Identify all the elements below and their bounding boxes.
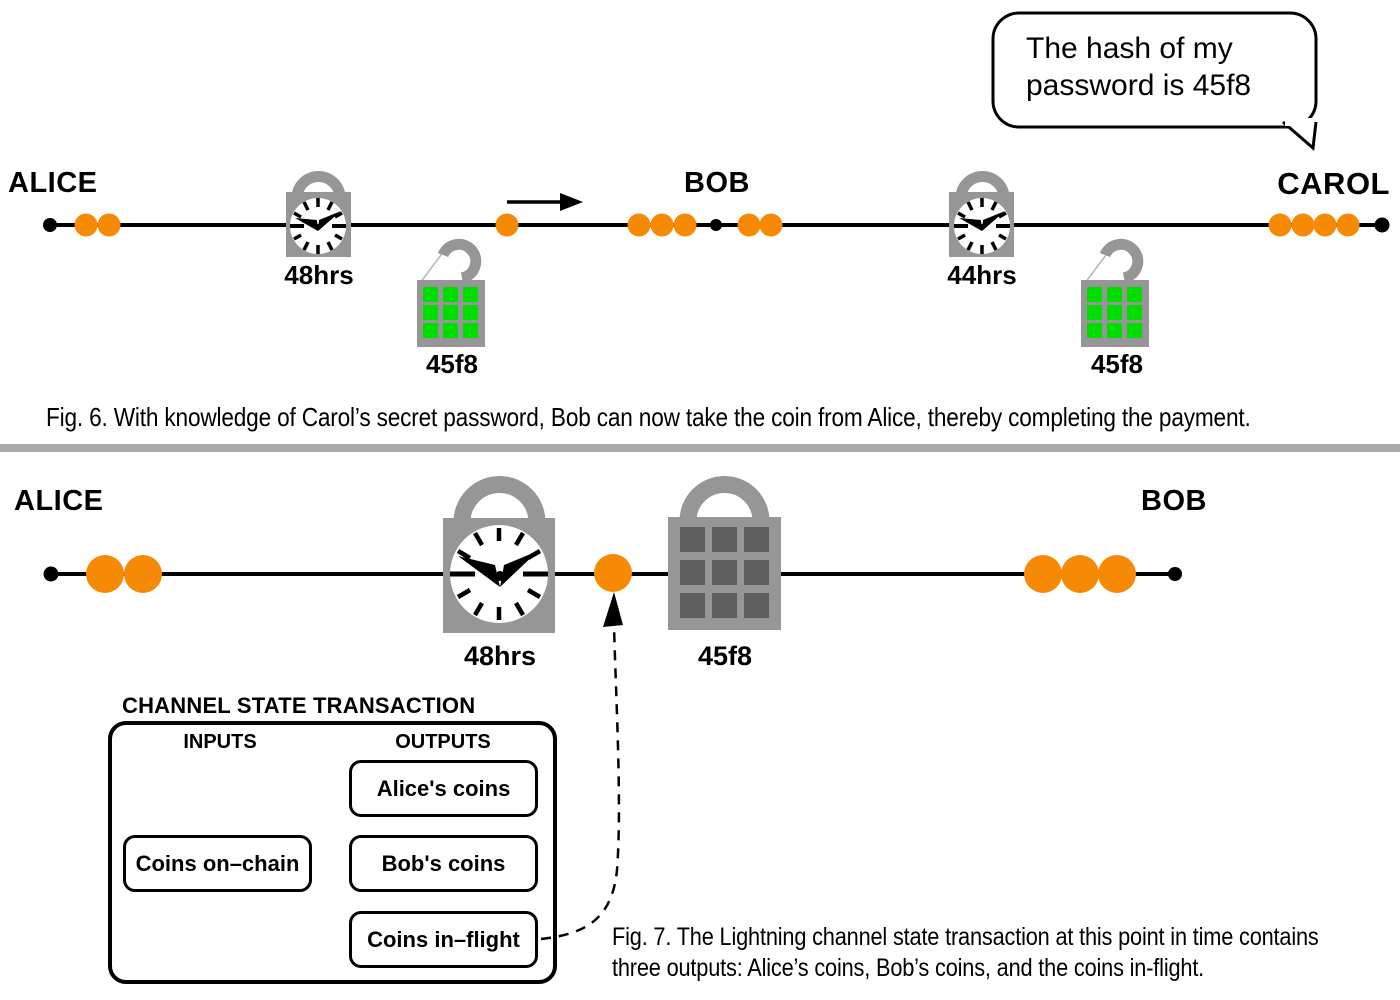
- hashlock-open-left-icon: [417, 238, 485, 347]
- lock-shackle: [955, 171, 1010, 199]
- timelock-48hrs-large-icon: [443, 476, 555, 633]
- hashlock-gray-icon: [668, 476, 781, 630]
- coin: [650, 213, 674, 237]
- open-shackle: [1099, 238, 1144, 284]
- speech-bubble-line1: The hash of my: [1026, 32, 1233, 65]
- coin: [1336, 213, 1360, 237]
- lock-shackle: [291, 171, 346, 199]
- coin: [737, 213, 761, 237]
- clock-hour-hand: [959, 218, 982, 231]
- fig7-caption-line2: three outputs: Alice’s coins, Bob’s coin…: [612, 954, 1205, 982]
- lock-shackle: [453, 476, 546, 523]
- channel-state-transaction-box: [108, 721, 557, 984]
- coin: [1061, 555, 1099, 593]
- hash-grid-green: [1087, 287, 1142, 338]
- coins-in-flight-pointer: [540, 592, 623, 941]
- clock-minute-hand: [318, 211, 341, 231]
- clock-ticks: [450, 528, 548, 620]
- transfer-arrow-icon: [507, 193, 583, 211]
- coin: [97, 213, 121, 237]
- coin: [86, 555, 124, 593]
- fig7-label-alice: ALICE: [14, 485, 104, 517]
- clock-minute-hand: [500, 551, 538, 587]
- coin: [1024, 555, 1062, 593]
- output-box-label: Alice's coins: [376, 775, 511, 801]
- dashed-curve: [540, 625, 621, 941]
- clock-hub: [315, 224, 321, 230]
- clock-hub: [495, 571, 505, 581]
- timelock-48hrs-icon: [286, 171, 351, 257]
- coin: [1268, 213, 1292, 237]
- timelock-44hrs-icon: [949, 171, 1014, 257]
- coin: [74, 213, 98, 237]
- clock-ticks: [954, 198, 1010, 254]
- lock-shackle: [679, 476, 770, 522]
- output-box-label: Coins in–flight: [367, 926, 520, 952]
- timeline-node-bob: [710, 219, 722, 231]
- fig7-caption-line1: Fig. 7. The Lightning channel state tran…: [612, 923, 1319, 951]
- fig6-label-bob: BOB: [684, 167, 750, 199]
- shackle-hinge-line: [419, 250, 445, 284]
- open-shackle: [437, 238, 482, 284]
- hashlock-open-right-icon: [1081, 238, 1149, 347]
- coin-in-flight: [594, 554, 632, 592]
- fig7-label-bob: BOB: [1141, 485, 1207, 517]
- speech-bubble-line2: password is 45f8: [1026, 69, 1252, 102]
- arrowhead-up: [603, 592, 623, 627]
- timelock-48hrs-label: 48hrs: [284, 260, 354, 290]
- inputs-header: INPUTS: [183, 731, 257, 753]
- clock-ticks: [290, 198, 346, 254]
- fig6-label-carol: CAROL: [1277, 166, 1390, 201]
- speech-bubble-tail: [1282, 120, 1318, 151]
- shackle-hinge-line: [1084, 250, 1110, 284]
- output-box-coins-in-flight: Coins in–flight: [349, 911, 538, 968]
- hashlock-gray-label: 45f8: [697, 641, 753, 671]
- input-box-label: Coins on–chain: [135, 850, 300, 876]
- clock-minute-hand: [982, 211, 1005, 231]
- fig6-label-alice: ALICE: [8, 167, 98, 199]
- timeline-node-carol: [1374, 217, 1390, 233]
- timeline-node-alice: [43, 566, 59, 582]
- speech-bubble-body: [991, 11, 1318, 129]
- coin: [673, 213, 697, 237]
- hash-grid-green: [423, 287, 478, 338]
- timelock-48hrs-large-label: 48hrs: [463, 641, 537, 671]
- coin: [1313, 213, 1337, 237]
- figure-divider: [0, 444, 1400, 452]
- timeline-node-alice: [43, 218, 57, 232]
- coin: [495, 213, 519, 237]
- fig6-caption: Fig. 6. With knowledge of Carol’s secret…: [46, 402, 1251, 432]
- output-box-alice-coins: Alice's coins: [349, 760, 538, 817]
- outputs-header: OUTPUTS: [395, 731, 491, 753]
- fig7-coins: [86, 554, 1136, 593]
- fig7-caption: Fig. 7. The Lightning channel state tran…: [612, 922, 1319, 984]
- speech-bubble-text: The hash of my password is 45f8: [1026, 30, 1251, 104]
- coin: [759, 213, 783, 237]
- coin: [1291, 213, 1315, 237]
- output-box-bob-coins: Bob's coins: [349, 835, 538, 892]
- clock-hour-hand: [458, 556, 500, 587]
- input-box-coins-on-chain: Coins on–chain: [123, 835, 312, 892]
- speech-bubble: [991, 11, 1318, 151]
- fig7-diagram: [43, 476, 1182, 941]
- fig6-coins: [74, 213, 1360, 237]
- clock-hub: [979, 224, 985, 230]
- output-box-label: Bob's coins: [381, 850, 506, 876]
- hashlock-right-label: 45f8: [1090, 349, 1144, 379]
- fig6-diagram: [43, 11, 1390, 347]
- coin: [627, 213, 651, 237]
- hashlock-left-label: 45f8: [425, 349, 479, 379]
- timeline-node-bob: [1168, 567, 1182, 581]
- coin: [124, 555, 162, 593]
- coin: [1098, 555, 1136, 593]
- clock-hour-hand: [295, 218, 318, 231]
- hash-grid-dark: [680, 527, 769, 618]
- timelock-44hrs-label: 44hrs: [947, 260, 1017, 290]
- channel-box-title: CHANNEL STATE TRANSACTION: [122, 693, 476, 718]
